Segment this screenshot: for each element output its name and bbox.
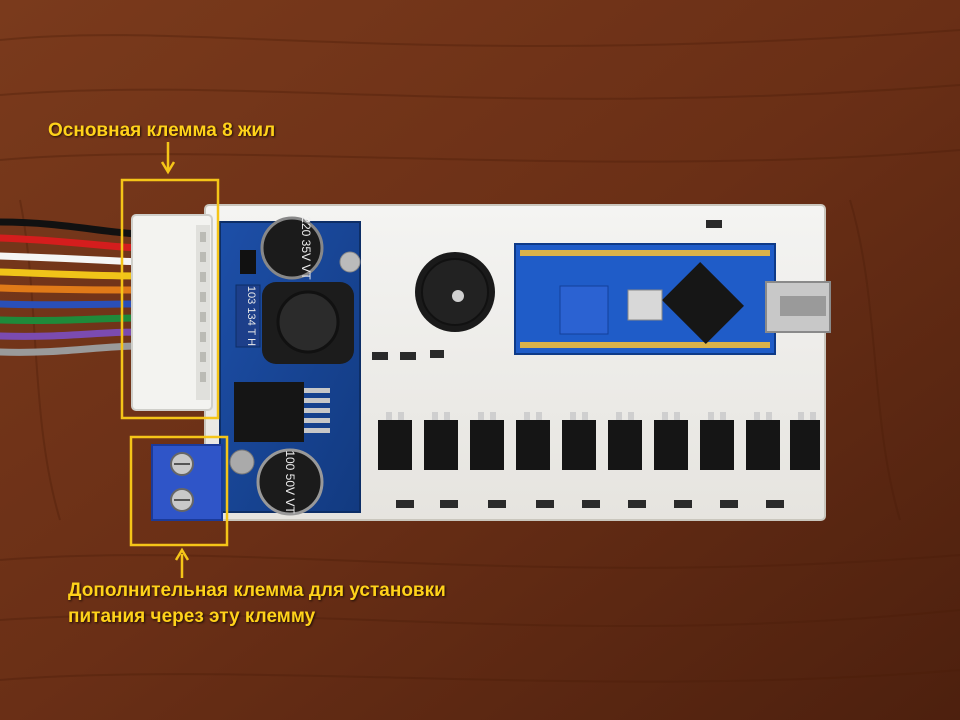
svg-text:103 134 T H: 103 134 T H — [245, 286, 257, 346]
arduino-nano — [514, 243, 831, 355]
regulator-ic — [234, 382, 304, 442]
terminal-connector-8pin — [131, 214, 213, 411]
caption-extra-terminal: Дополнительная клемма для установки пита… — [68, 578, 446, 630]
highlight-box-extra-terminal — [129, 435, 229, 547]
arduino-mcu — [661, 261, 745, 345]
highlight-box-main-terminal — [120, 178, 220, 420]
dcdc-module: 220 35V VT 103 134 T H 100 50V VT — [219, 216, 361, 516]
wire-bundle — [0, 218, 142, 356]
caption-extra-line-1: Дополнительная клемма для установки — [68, 580, 446, 601]
terminal-block-2pin — [151, 444, 223, 521]
caption-main-terminal: Основная клемма 8 жил — [48, 120, 276, 141]
caption-extra-line-2: питания через эту клемму — [68, 606, 316, 627]
smd-resistors — [372, 220, 722, 360]
buzzer — [415, 252, 495, 332]
svg-text:100 50V VT: 100 50V VT — [283, 450, 297, 514]
svg-text:220 35V VT: 220 35V VT — [299, 216, 313, 280]
annotation-overlay — [120, 142, 229, 578]
optocoupler-row — [378, 412, 820, 508]
arduino-reset-button — [627, 289, 663, 321]
capacitor-bottom — [256, 448, 324, 516]
capacitor-top — [260, 216, 324, 280]
